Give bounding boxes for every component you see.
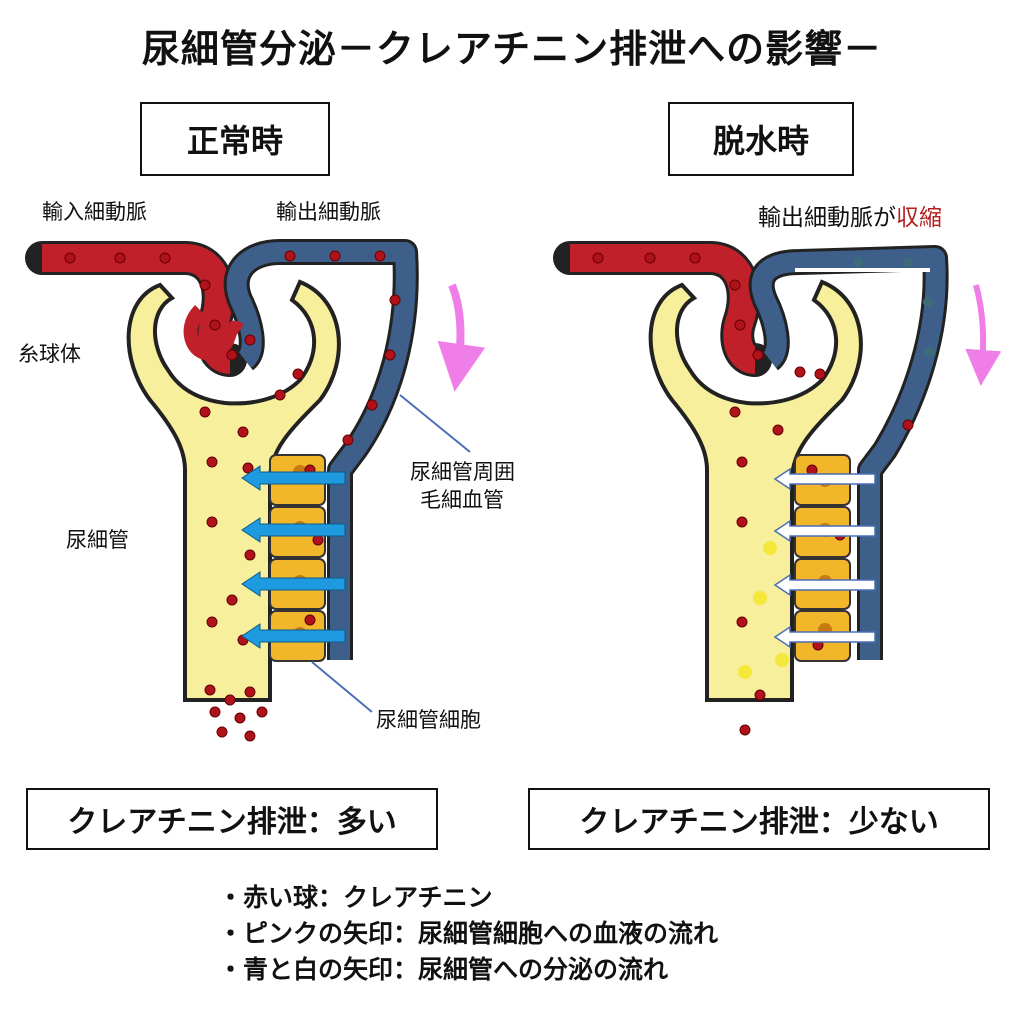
dehydrated-tubular-cells: [794, 454, 851, 662]
dehydrated-afferent-arteriole: [570, 244, 758, 374]
note-emphasis: 収縮: [896, 205, 942, 231]
normal-tubule: [126, 279, 341, 702]
dehydrated-faded-dots: [853, 257, 935, 357]
dehydrated-result-box: クレアチニン排泄：少ない: [528, 788, 990, 850]
capillary-label-line2: 毛細血管: [420, 488, 504, 512]
afferent-arteriole-label: 輸入細動脈: [42, 200, 147, 224]
normal-creatinine-dots: [64, 250, 401, 742]
dehydrated-heading: 脱水時: [668, 102, 854, 176]
tubule-label: 尿細管: [66, 528, 129, 552]
normal-result-box: クレアチニン排泄：多い: [26, 788, 438, 850]
dehydrated-panel-diagram: [553, 241, 1002, 736]
dehydrated-tubule: [648, 279, 863, 702]
legend-item-blue-white-arrow: ・青と白の矢印：尿細管への分泌の流れ: [218, 955, 669, 984]
capillary-label-line1: 尿細管周囲: [410, 460, 515, 484]
legend: ・赤い球：クレアチニン ・ピンクの矢印：尿細管細胞への血液の流れ ・青と白の矢印…: [218, 880, 718, 988]
glomerulus-label: 糸球体: [18, 342, 81, 366]
dehydrated-yellow-dots: [738, 541, 789, 679]
normal-pink-flow-arrow: [437, 283, 486, 392]
legend-item-pink-arrow: ・ピンクの矢印：尿細管細胞への血液の流れ: [218, 919, 719, 948]
efferent-constriction-note: 輸出細動脈が収縮: [758, 198, 942, 232]
normal-secretion-arrows: [241, 465, 346, 649]
dehydrated-efferent-arteriole: [751, 248, 946, 660]
page-title: 尿細管分泌－クレアチニン排泄への影響－: [141, 27, 883, 71]
legend-item-red-ball: ・赤い球：クレアチニン: [218, 883, 493, 912]
dehydrated-pink-flow-arrow: [965, 284, 1002, 386]
efferent-arteriole-label: 輸出細動脈: [276, 200, 381, 224]
dehydrated-secretion-arrows: [773, 467, 876, 649]
normal-panel-diagram: [25, 239, 486, 742]
note-prefix: 輸出細動脈が: [758, 205, 896, 231]
tubular-cell-label: 尿細管細胞: [376, 708, 481, 732]
normal-heading: 正常時: [140, 102, 330, 176]
